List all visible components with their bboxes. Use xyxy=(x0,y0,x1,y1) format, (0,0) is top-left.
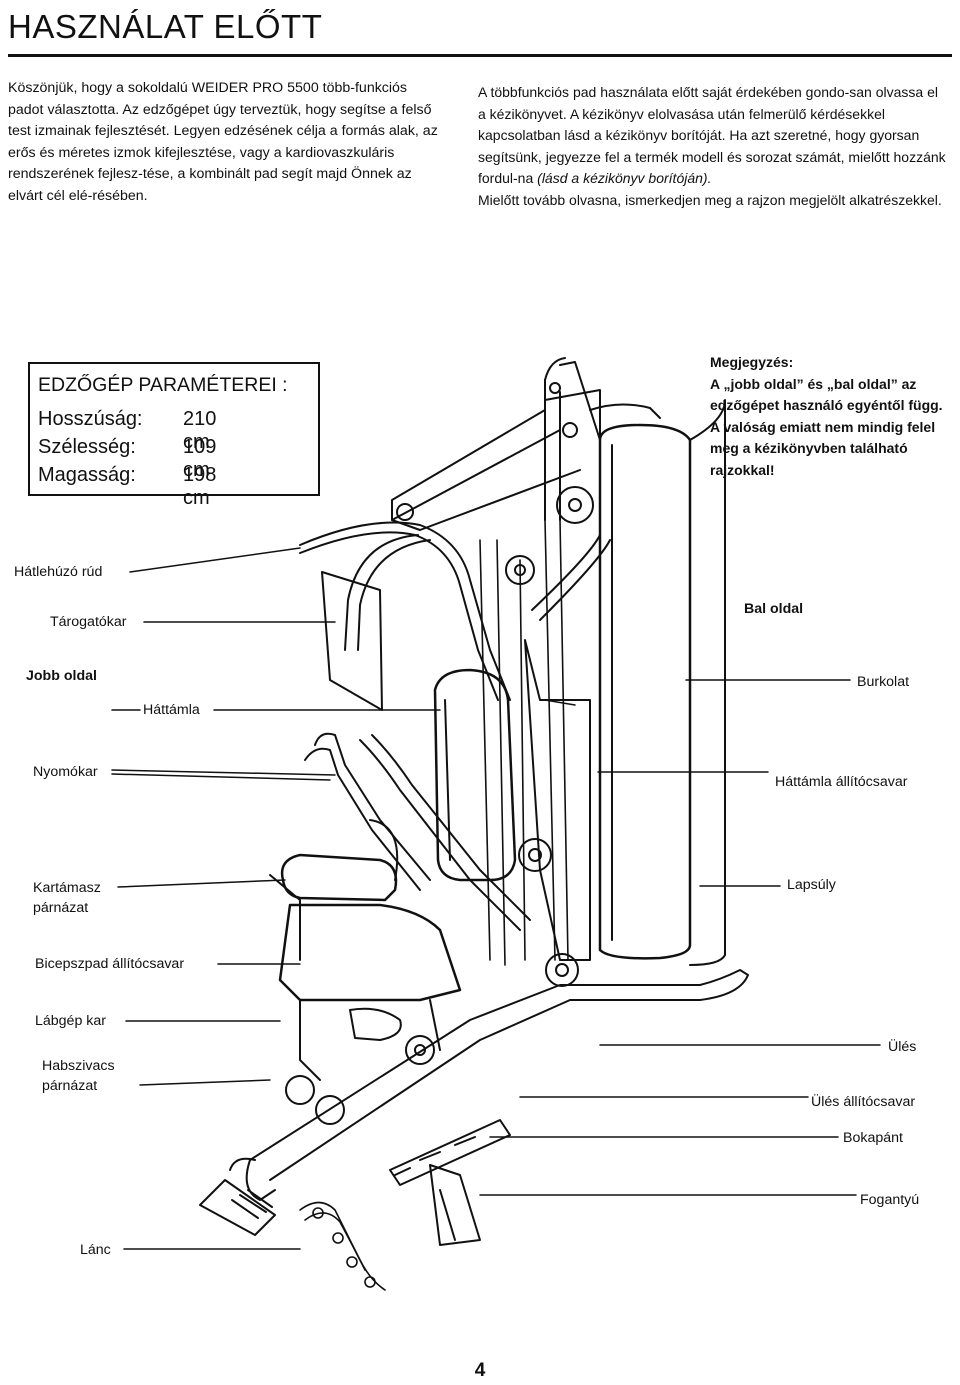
param-name: Szélesség: xyxy=(38,436,136,458)
pulleys xyxy=(405,486,594,1065)
note-title: Megjegyzés: xyxy=(710,354,794,370)
intro-right-part2: (lásd a kézikönyv borítóján). xyxy=(537,170,712,187)
param-value: 198 cm xyxy=(183,464,217,509)
param-row-length: Hosszúság: 210 cm xyxy=(38,408,216,453)
machine-parameters-box: EDZŐGÉP PARAMÉTEREI : Hosszúság: 210 cm … xyxy=(28,362,320,509)
label-arm-pad-2: párnázat xyxy=(33,900,89,916)
label-foam-pad-2: párnázat xyxy=(42,1078,98,1094)
page-title: HASZNÁLAT ELŐTT xyxy=(8,8,323,45)
intro-right-paragraph: A többfunkciós pad használata előtt sajá… xyxy=(478,82,946,212)
label-shroud: Burkolat xyxy=(857,674,910,690)
label-chain: Lánc xyxy=(80,1242,111,1258)
label-weight-plates: Lapsúly xyxy=(787,877,836,893)
intro-right-part1: A többfunkciós pad használata előtt sajá… xyxy=(478,84,946,187)
params-title: EDZŐGÉP PARAMÉTEREI : xyxy=(38,374,288,396)
note-text: A „jobb oldal” és „bal oldal” az edzőgép… xyxy=(710,375,943,478)
leader-lines xyxy=(111,547,881,1250)
label-leg-lever: Lábgép kar xyxy=(35,1013,106,1029)
param-row-height: Magasság: 198 cm xyxy=(38,464,216,509)
param-name: Hosszúság: xyxy=(38,408,143,430)
label-press-arm: Nyomókar xyxy=(33,764,98,780)
ankle-strap xyxy=(389,1119,511,1186)
handle xyxy=(429,1164,481,1246)
label-seat-knob: Ülés állítócsavar xyxy=(811,1094,916,1110)
label-seat: Ülés xyxy=(888,1039,917,1055)
param-value: 109 cm xyxy=(183,436,217,481)
intro-left-paragraph: Köszönjük, hogy a sokoldalú WEIDER PRO 5… xyxy=(8,80,438,204)
page-number: 4 xyxy=(474,1360,486,1381)
param-value: 210 cm xyxy=(183,408,217,453)
label-lat-bar: Hátlehúzó rúd xyxy=(14,564,103,580)
back-pad xyxy=(433,668,517,882)
fly-arms xyxy=(299,521,611,961)
title-rule xyxy=(8,54,952,57)
label-arm-pad-1: Kartámasz xyxy=(33,880,101,896)
base-frame xyxy=(199,969,749,1236)
label-fly-arm: Tárogatókar xyxy=(50,614,127,630)
note-box: Megjegyzés: A „jobb oldal” és „bal oldal… xyxy=(710,352,950,482)
weight-stack-shroud xyxy=(598,399,726,966)
cable-lines xyxy=(479,519,569,966)
label-handle: Fogantyú xyxy=(860,1192,920,1208)
param-name: Magasság: xyxy=(38,464,136,486)
label-ankle-strap: Bokapánt xyxy=(843,1130,903,1146)
label-left-side: Bal oldal xyxy=(744,601,804,617)
label-foam-pad-1: Habszivacs xyxy=(42,1058,115,1074)
press-arms xyxy=(304,732,531,931)
upright-frame xyxy=(391,357,661,531)
label-bicep-pad-knob: Bicepszpad állítócsavar xyxy=(35,956,185,972)
label-backrest-knob: Háttámla állítócsavar xyxy=(775,774,908,790)
label-right-side: Jobb oldal xyxy=(26,668,97,684)
intro-right-part3: Mielőtt tovább olvasna, ismerkedjen meg … xyxy=(478,191,942,208)
param-row-width: Szélesség: 109 cm xyxy=(38,436,216,481)
chain xyxy=(299,1201,386,1291)
label-back-pad: Háttámla xyxy=(143,702,200,718)
seat-and-arm-pad xyxy=(269,819,462,1125)
